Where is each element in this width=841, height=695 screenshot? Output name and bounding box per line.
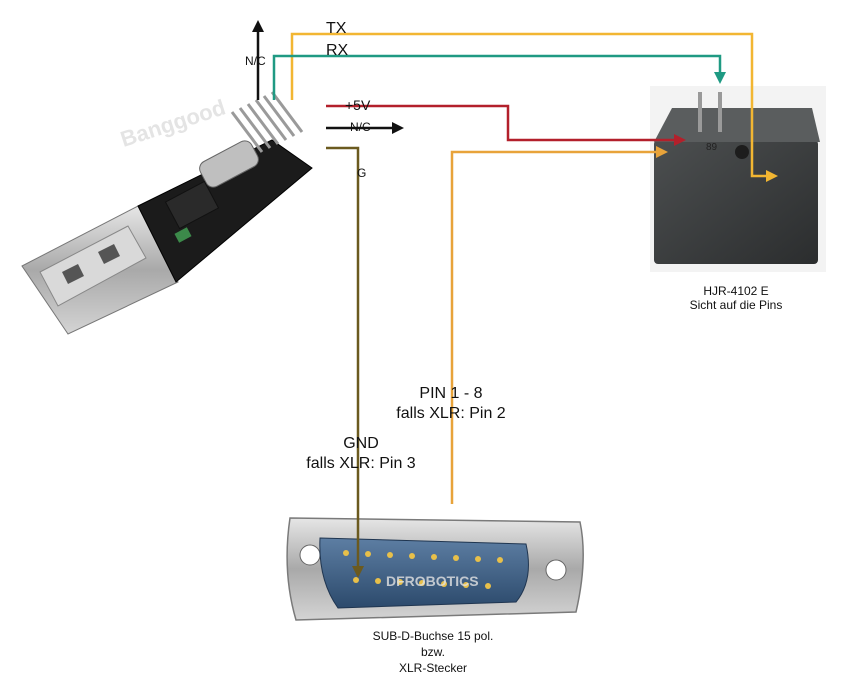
relay-label: HJR-4102 E Sicht auf die Pins (676, 284, 796, 312)
rx-arrow-icon (714, 72, 726, 84)
gnd-arrow-icon (352, 566, 364, 578)
subd-connector: DFROBOTICS (286, 517, 584, 621)
wire-vcc (326, 104, 676, 142)
pin-note-line1: PIN 1 - 8 (419, 385, 483, 402)
nc-top-label: N/C (245, 54, 266, 68)
wire-gnd (326, 146, 360, 568)
relay-marking: 89 (706, 142, 718, 153)
usb-header-pins (230, 91, 304, 153)
subd-pins (343, 550, 503, 589)
tx-arrow-icon (766, 170, 778, 182)
nc-top-arrow-icon (252, 20, 264, 32)
gnd-short-label: G (357, 166, 367, 180)
tx-label: TX (326, 20, 347, 37)
vcc-arrow-icon (674, 134, 686, 146)
pin-note-line2: falls XLR: Pin 2 (396, 405, 506, 422)
nc-mid-arrow-icon (392, 122, 404, 134)
wire-pin (450, 150, 658, 504)
rx-label: RX (326, 42, 349, 59)
usb-watermark: Banggood (117, 94, 228, 151)
connector-label-line2: bzw. (420, 645, 445, 659)
relay-hjr-4102: 89 (650, 86, 826, 272)
gnd-note-line1: GND (343, 435, 379, 452)
connector-label-line3: XLR-Stecker (398, 661, 468, 675)
relay-label-line2: Sicht auf die Pins (689, 298, 783, 312)
connector-watermark: DFROBOTICS (386, 573, 479, 589)
usb-plug (21, 205, 179, 335)
nc-mid-label: N/C (350, 120, 371, 134)
wires (252, 20, 778, 578)
relay-label-line1: HJR-4102 E (703, 284, 769, 298)
pin-arrow-icon (656, 146, 668, 158)
vcc-label: +5V (345, 97, 371, 113)
connector-label-line1: SUB-D-Buchse 15 pol. (372, 629, 494, 643)
usb-serial-adapter: Banggood (21, 91, 313, 335)
gnd-note-line2: falls XLR: Pin 3 (306, 455, 416, 472)
wire-rx (272, 54, 722, 100)
pin-note: PIN 1 - 8 falls XLR: Pin 2 (388, 384, 514, 424)
connector-label: SUB-D-Buchse 15 pol. bzw. XLR-Stecker (363, 628, 503, 676)
gnd-note: GND falls XLR: Pin 3 (300, 434, 422, 474)
